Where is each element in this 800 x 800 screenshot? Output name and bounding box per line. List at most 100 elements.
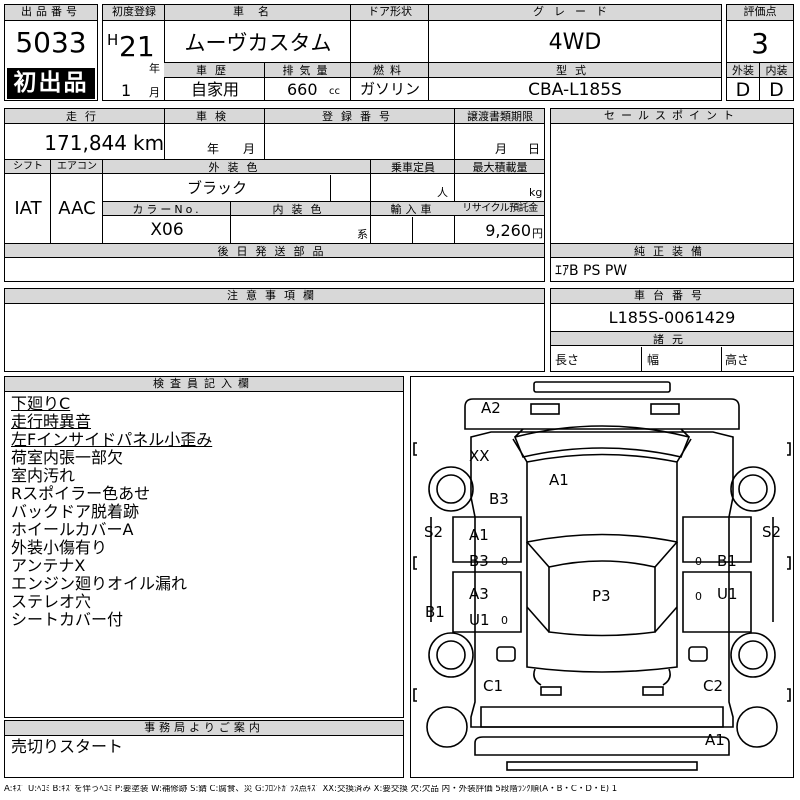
- first-listing-badge: 初出品: [7, 68, 95, 99]
- inspection-year-unit: 年: [207, 142, 220, 156]
- length-label: 長さ: [555, 353, 580, 367]
- chassis-box: 車台番号 L185S-0061429 諸元 長さ 幅 高さ: [550, 288, 794, 372]
- ac: AAC: [58, 198, 96, 219]
- legend-text: A:ｷｽﾞ U:ﾍｺﾐ B:ｷｽﾞを伴うﾍｺﾐ P:要塗装 W:補修跡 S:錆 …: [4, 785, 618, 794]
- recycle: 9,260: [485, 221, 531, 240]
- dimensions-label: 諸元: [653, 333, 691, 346]
- width-label: 幅: [647, 353, 660, 367]
- code-rear-glass: XX: [469, 447, 490, 465]
- displacement: 660: [287, 80, 318, 99]
- capacity-label: 乗車定員: [391, 161, 435, 174]
- year: 21: [119, 30, 155, 63]
- inspector-note: 室内汚れ: [11, 466, 76, 485]
- reg-no-label: 登録番号: [322, 110, 398, 123]
- history-label: 車歴: [196, 64, 234, 77]
- code-marker-3: 0: [695, 555, 702, 568]
- car-name: ムーヴカスタム: [184, 31, 332, 55]
- mileage-unit: km: [133, 131, 165, 155]
- chassis-label: 車台番号: [551, 289, 793, 304]
- sales-points-box: セールスポイント 純正装備 ｴｱB PS PW: [550, 108, 794, 282]
- code-left-front-door-b: U1: [469, 611, 490, 629]
- code-roof: A1: [549, 471, 569, 489]
- inspector-note: 左Fインサイドパネル小歪み: [11, 430, 213, 449]
- first-reg-label: 初度登録: [103, 5, 165, 21]
- code-right-front-door: U1: [717, 585, 738, 603]
- genuine-equipment: ｴｱB PS PW: [555, 263, 628, 279]
- exterior-grade: D: [735, 79, 751, 101]
- inspector-note: 外装小傷有り: [11, 538, 108, 557]
- genuine-label: 純正装備: [634, 245, 710, 258]
- sales-points-label: セールスポイント: [551, 109, 793, 124]
- notes-label: 注意事項欄: [5, 289, 544, 304]
- grade-label: グレード: [429, 5, 721, 21]
- shift: IAT: [14, 198, 42, 219]
- model-label: 型式: [556, 64, 594, 77]
- exterior-label: 外装: [732, 64, 754, 77]
- inspector-note: バックドア脱着跡: [11, 502, 140, 521]
- load-label: 最大積載量: [472, 161, 528, 174]
- code-rear-quarter-left: B3: [489, 490, 509, 508]
- score: 3: [751, 27, 769, 60]
- interior-grade: D: [769, 79, 784, 101]
- grade: 4WD: [548, 30, 602, 55]
- inspection-month-unit: 月: [243, 142, 256, 156]
- lot-number-label: 出品番号: [5, 5, 97, 21]
- chassis-number: L185S-0061429: [608, 308, 736, 327]
- inspector-note: 下廻りC: [11, 394, 71, 413]
- score-label: 評価点: [727, 5, 793, 21]
- inspector-note: Rスポイラー色あせ: [11, 484, 151, 503]
- inspection-label: 車検: [196, 110, 234, 123]
- code-marker-1: 0: [501, 555, 508, 568]
- recycle-unit: 円: [532, 227, 543, 240]
- fuel-label: 燃料: [373, 64, 407, 77]
- code-left-front-door-a: A3: [469, 585, 489, 603]
- inspector-note: アンテナX: [11, 556, 86, 575]
- inspector-note: シートカバー付: [11, 610, 124, 629]
- code-rear-bumper: A2: [481, 399, 501, 417]
- door-label: ドア形状: [351, 5, 429, 21]
- mileage-label: 走行: [66, 110, 104, 123]
- history: 自家用: [190, 80, 239, 99]
- code-right-rear-door: B1: [717, 552, 737, 570]
- inspector-note: 荷室内張一部欠: [11, 448, 124, 467]
- inspector-note: エンジン廻りオイル漏れ: [11, 574, 188, 593]
- int-color-label: 内装色: [272, 203, 330, 216]
- load-unit: kg: [529, 186, 543, 199]
- era: H: [107, 31, 119, 49]
- displacement-unit: cc: [329, 86, 340, 97]
- damage-diagram: A2 XX A1 B3 S2 S2 A1 B3 B1 A3 U1 P3 U1 B…: [410, 376, 794, 778]
- displacement-label: 排気量: [282, 64, 334, 77]
- transfer-label: 譲渡書類期限: [467, 110, 533, 123]
- office-note: 売切りスタート: [11, 737, 124, 756]
- recycle-label: リサイクル預託金: [462, 203, 538, 214]
- code-left-side: S2: [424, 523, 444, 541]
- code-front-right-corner: C2: [703, 677, 724, 695]
- month-unit: 月: [149, 86, 160, 99]
- info-table: 走行 車検 登録番号 譲渡書類期限 171,844 km 年 月 月 日 シフト…: [4, 108, 545, 282]
- transfer-month-unit: 月: [495, 142, 508, 156]
- lot-number: 5033: [15, 26, 87, 59]
- interior-label: 内装: [765, 64, 788, 77]
- int-color-unit: 系: [357, 228, 368, 241]
- capacity-unit: 人: [437, 186, 448, 199]
- office-label: 事務局よりご案内: [5, 721, 403, 736]
- car-outline-diagram: [413, 381, 791, 771]
- month: 1: [121, 81, 132, 100]
- height-label: 高さ: [725, 353, 750, 367]
- later-parts-label: 後日発送部品: [217, 245, 332, 258]
- code-front-bumper: A1: [705, 731, 725, 749]
- fuel: ガソリン: [359, 80, 420, 98]
- shift-label: シフト: [13, 161, 43, 172]
- code-hood: P3: [592, 587, 611, 605]
- code-marker-2: 0: [501, 614, 508, 627]
- import-label: 輸入車: [390, 203, 436, 216]
- transfer-day-unit: 日: [528, 142, 541, 156]
- code-right-side: S2: [762, 523, 782, 541]
- ext-color: ブラック: [186, 179, 247, 197]
- header-table: 初度登録 車名 ドア形状 グレード H 21 年 1 月 ムーヴカスタム 4WD…: [102, 4, 722, 101]
- ext-color-label: 外装色: [208, 161, 266, 174]
- year-unit: 年: [149, 62, 160, 75]
- score-box: 評価点 3 外装 内装 D D: [726, 4, 794, 101]
